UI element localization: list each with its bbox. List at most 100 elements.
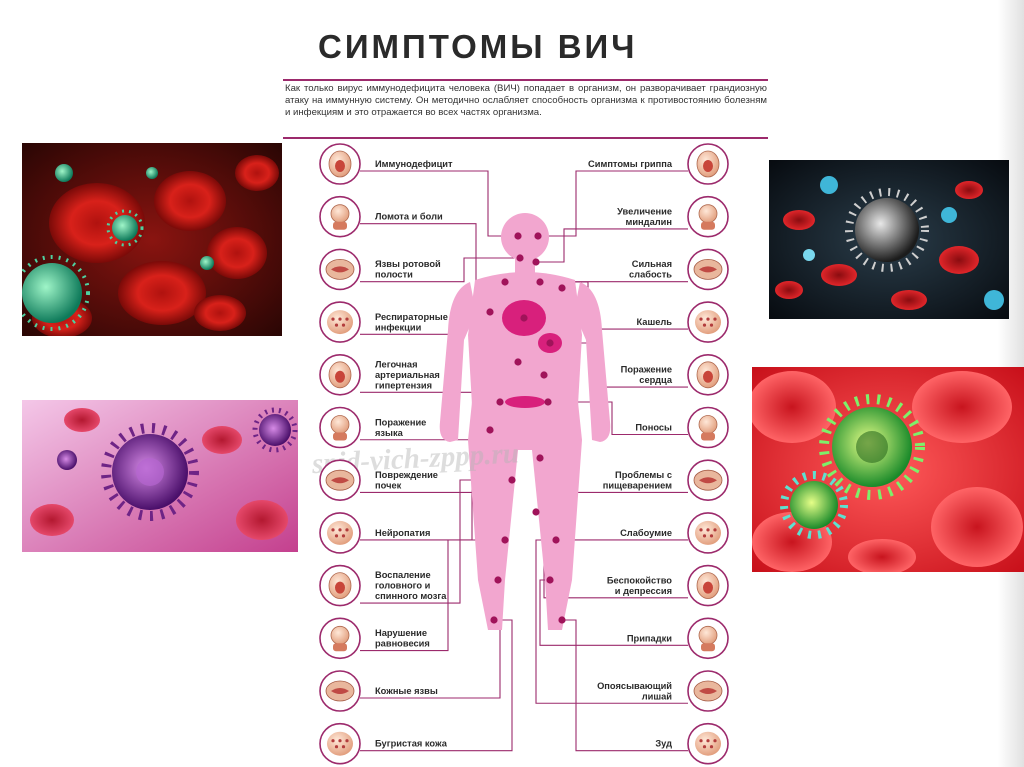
connection-dot [558,284,566,292]
symptom-label: Поражение [621,365,672,375]
blood-cells-photo-1 [22,143,282,336]
symptom-label: и депрессия [615,586,672,596]
symptom-label: спинного мозга [375,591,447,601]
virus-photo-purple [22,400,298,552]
brain-icon [698,625,718,652]
symptom-label: Респираторные [375,312,448,322]
connector-line [562,619,688,752]
connection-dots [486,232,566,624]
symptom-label: Воспаление [375,570,431,580]
heart-lungs-icon [328,361,352,389]
connection-dot [490,616,498,624]
symptom-label: Язвы ротовой [375,259,441,269]
connection-dot [508,476,516,484]
symptom-right-12: Зуд [655,722,729,765]
symptom-label: Ломота и боли [375,212,443,222]
connector-line [360,619,513,752]
skin-icon [327,731,353,756]
connection-dot [496,398,504,406]
symptom-label: Проблемы с [615,470,672,480]
symptom-left-12: Бугристая кожа [319,722,448,765]
title-divider [283,79,768,81]
symptom-right-1: Симптомы гриппа [588,143,729,185]
symptom-right-4: Кашель [637,301,729,343]
brain-section-icon [695,520,721,545]
symptom-label: пищеварением [603,480,672,490]
tongue-icon [330,415,350,441]
connection-dot [540,371,548,379]
symptom-label: почек [375,480,402,490]
connection-dot [546,576,554,584]
symptom-left-11: Кожные язвы [319,670,438,712]
symptom-right-8: Слабоумие [620,512,729,554]
symptom-right-10: Припадки [627,617,729,660]
human-body-silhouette [439,213,611,630]
symptom-label: Поражение [375,417,426,427]
connection-dot [501,536,509,544]
symptom-label: Зуд [655,739,672,749]
torso-icon [327,520,353,545]
page-title: СИМПТОМЫ ВИЧ [318,28,638,65]
muscle-man-icon [693,258,723,280]
connection-dot [494,576,502,584]
connection-dot [536,454,544,462]
connection-dot [486,308,494,316]
kidney-icon [325,469,355,491]
symptom-left-8: Нейропатия [319,512,430,554]
connection-dot [534,232,542,240]
symptom-label: инфекции [375,322,422,332]
symptom-left-2: Ломота и боли [319,195,443,238]
connection-dot [552,536,560,544]
heart-icon [696,361,720,389]
symptom-label: слабость [629,270,672,280]
symptom-label: Кожные язвы [375,686,438,696]
connection-dot [546,339,554,347]
symptom-label: равновесия [375,639,430,649]
muscles-icon [330,204,350,230]
connection-dot [532,258,540,266]
tonsils-icon [698,204,718,230]
symptom-label: Поносы [635,423,672,433]
symptom-label: сердца [639,375,673,385]
symptom-label: лишай [642,691,673,701]
symptom-label: Повреждение [375,470,438,480]
spine-icon [328,572,352,600]
lungs-icon [327,310,353,335]
connection-dot [501,278,509,286]
connector-line [536,228,688,263]
symptom-label: Кашель [637,317,673,327]
itch-skin-icon [695,731,721,756]
connection-dot [516,254,524,262]
symptom-label: языка [375,428,404,438]
body-icon [330,625,350,652]
respiratory-icon [696,150,720,178]
head-icon [698,415,718,441]
symptom-label: Иммунодефицит [375,159,453,169]
connector-line [360,257,520,283]
virus-photo-green [752,367,1024,572]
connection-dot [536,278,544,286]
symptom-label: Беспокойство [607,575,672,585]
face-icon [696,572,720,600]
symptom-label: Нейропатия [375,528,430,538]
connection-dot [514,358,522,366]
connection-dot [514,232,522,240]
symptom-label: Симптомы гриппа [588,159,673,169]
digestion-icon [693,469,723,491]
symptom-label: артериальная [375,370,440,380]
intro-paragraph: Как только вирус иммунодефицита человека… [285,83,767,118]
virus-photo-dark [769,160,1009,319]
symptom-right-6: Поносы [635,406,729,449]
symptom-label: Опоясывающий [597,681,672,691]
